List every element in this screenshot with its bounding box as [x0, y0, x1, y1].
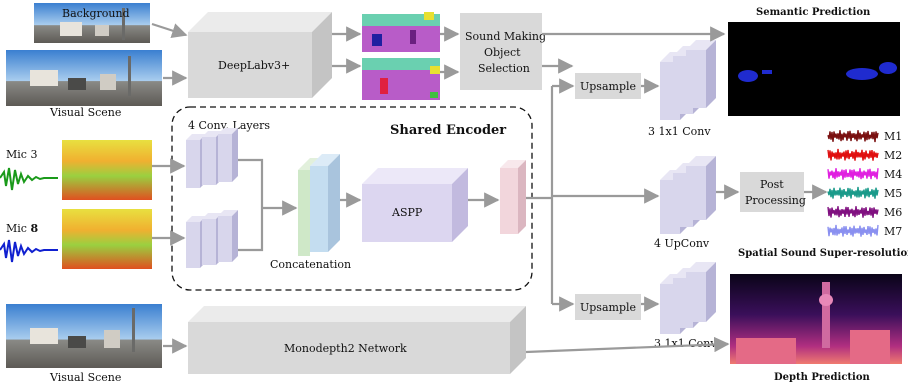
encoder-output-block: [500, 160, 526, 234]
mic-output-m5: M5: [827, 186, 902, 200]
background-label: Background: [62, 7, 130, 20]
semantic-prediction-title: Semantic Prediction: [756, 7, 871, 18]
mic8-spectrogram: [62, 209, 152, 269]
mic8-waveform: [0, 239, 58, 263]
mic-output-label: M6: [884, 206, 902, 219]
upsample-top-box: [575, 73, 641, 99]
conv1x1-stack-bottom: [660, 262, 716, 334]
mic8-label: Mic 8: [6, 222, 38, 235]
post-processing-line2: Processing: [745, 194, 806, 207]
mic-waveform: [827, 168, 879, 180]
depth-prediction-image: [730, 274, 902, 364]
mic-output-m7: M7: [827, 224, 902, 238]
mic3-waveform: [0, 167, 58, 191]
mic-waveform: [827, 186, 879, 199]
mic-waveform: [827, 148, 879, 161]
sound-selection-line3: Selection: [478, 62, 530, 75]
visual-scene-image-top: [6, 50, 162, 106]
upsample-bottom-label: Upsample: [580, 301, 636, 314]
visual-scene-image-bottom: [6, 304, 162, 368]
mic8-number: 8: [30, 222, 38, 235]
mic3-label: Mic 3: [6, 148, 37, 161]
mic-output-label: M7: [884, 225, 902, 238]
visual-scene-label-top: Visual Scene: [49, 106, 121, 119]
upconv-stack: [660, 156, 716, 234]
segmentation-image-bottom: [362, 58, 440, 100]
mic-waveform: [827, 206, 879, 218]
sound-selection-box: [460, 13, 542, 90]
sound-selection-line2: Object: [484, 46, 521, 59]
conv-stack-top: [186, 128, 238, 188]
mic-waveform: [827, 224, 879, 237]
deeplab-label: DeepLabv3+: [218, 59, 290, 72]
mic-output-m1: M1: [827, 130, 902, 143]
background-image: [34, 3, 150, 43]
shared-encoder-title: Shared Encoder: [390, 123, 506, 138]
depth-prediction-title: Depth Prediction: [774, 372, 871, 383]
visual-scene-label-bottom: Visual Scene: [49, 371, 121, 384]
mic-waveform: [827, 130, 879, 143]
conv1x1-bottom-label: 3 1x1 Conv.: [654, 337, 719, 350]
spatial-sound-title: Spatial Sound Super-resolution: [738, 248, 908, 259]
semantic-prediction-image: [728, 22, 900, 116]
conv1x1-stack-top: [660, 40, 716, 120]
post-processing-box: [740, 172, 804, 212]
upsample-top-label: Upsample: [580, 80, 636, 93]
deeplab-box: [188, 12, 332, 98]
mic-output-m6: M6: [827, 206, 902, 219]
upsample-bottom-box: [575, 294, 641, 320]
monodepth-box: [188, 306, 526, 374]
post-processing-line1: Post: [760, 178, 784, 191]
mic-output-label: M2: [884, 149, 902, 162]
mic-output-label: M1: [884, 130, 902, 143]
conv1x1-top-label: 3 1x1 Conv: [648, 125, 711, 138]
mic-output-label: M5: [884, 187, 902, 200]
upconv-label: 4 UpConv: [654, 237, 710, 250]
monodepth-label: Monodepth2 Network: [284, 342, 407, 355]
mic-output-label: M4: [884, 168, 902, 181]
conv-stack-bottom: [186, 210, 238, 268]
aspp-label: ASPP: [391, 206, 423, 219]
arrows: [151, 22, 828, 354]
mic-output-m4: M4: [827, 168, 902, 181]
conv-layers-label: 4 Conv. Layers: [188, 119, 270, 132]
mic-output-m2: M2: [827, 148, 902, 162]
mic3-spectrogram: [62, 140, 152, 200]
concatenation-label: Concatenation: [270, 258, 351, 271]
concatenation-block: [298, 154, 340, 256]
aspp-box: [362, 168, 468, 242]
sound-selection-line1: Sound Making: [465, 30, 546, 43]
segmentation-image-top: [362, 12, 440, 52]
